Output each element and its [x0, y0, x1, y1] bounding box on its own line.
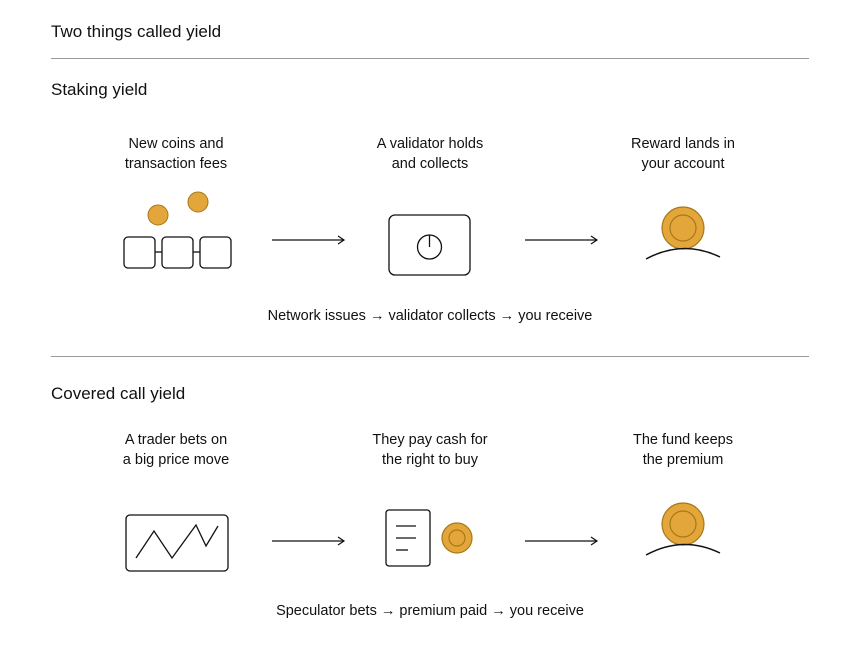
arrow-right-icon — [272, 536, 346, 546]
validator-box-icon — [388, 214, 471, 276]
blockchain-with-coins-icon — [123, 191, 232, 269]
flow-summary-staking: Network issues → validator collects → yo… — [267, 308, 593, 324]
step-label-premium: The fund keeps the premium — [633, 432, 733, 468]
contract-with-coin-icon — [385, 509, 473, 567]
coin-in-hand-icon — [645, 206, 721, 260]
step-label-reward: Reward lands in your account — [631, 136, 735, 172]
step-label-cash: They pay cash for the right to buy — [372, 432, 488, 468]
step-label-new-coins: New coins and transaction fees — [124, 136, 228, 172]
arrow-right-icon — [525, 536, 599, 546]
section-title-staking: Staking yield — [51, 80, 148, 99]
divider — [51, 58, 809, 59]
arrow-right-icon — [272, 235, 346, 245]
step-label-validator: A validator holds and collects — [376, 136, 484, 172]
price-chart-icon — [125, 514, 229, 572]
page-title: Two things called yield — [51, 22, 222, 41]
arrow-right-icon — [525, 235, 599, 245]
coin-in-hand-icon — [645, 502, 721, 556]
divider — [51, 356, 809, 357]
flow-summary-covered-call: Speculator bets → premium paid → you rec… — [276, 603, 584, 619]
section-title-covered-call: Covered call yield — [51, 384, 186, 403]
step-label-trader: A trader bets on a big price move — [122, 432, 230, 468]
